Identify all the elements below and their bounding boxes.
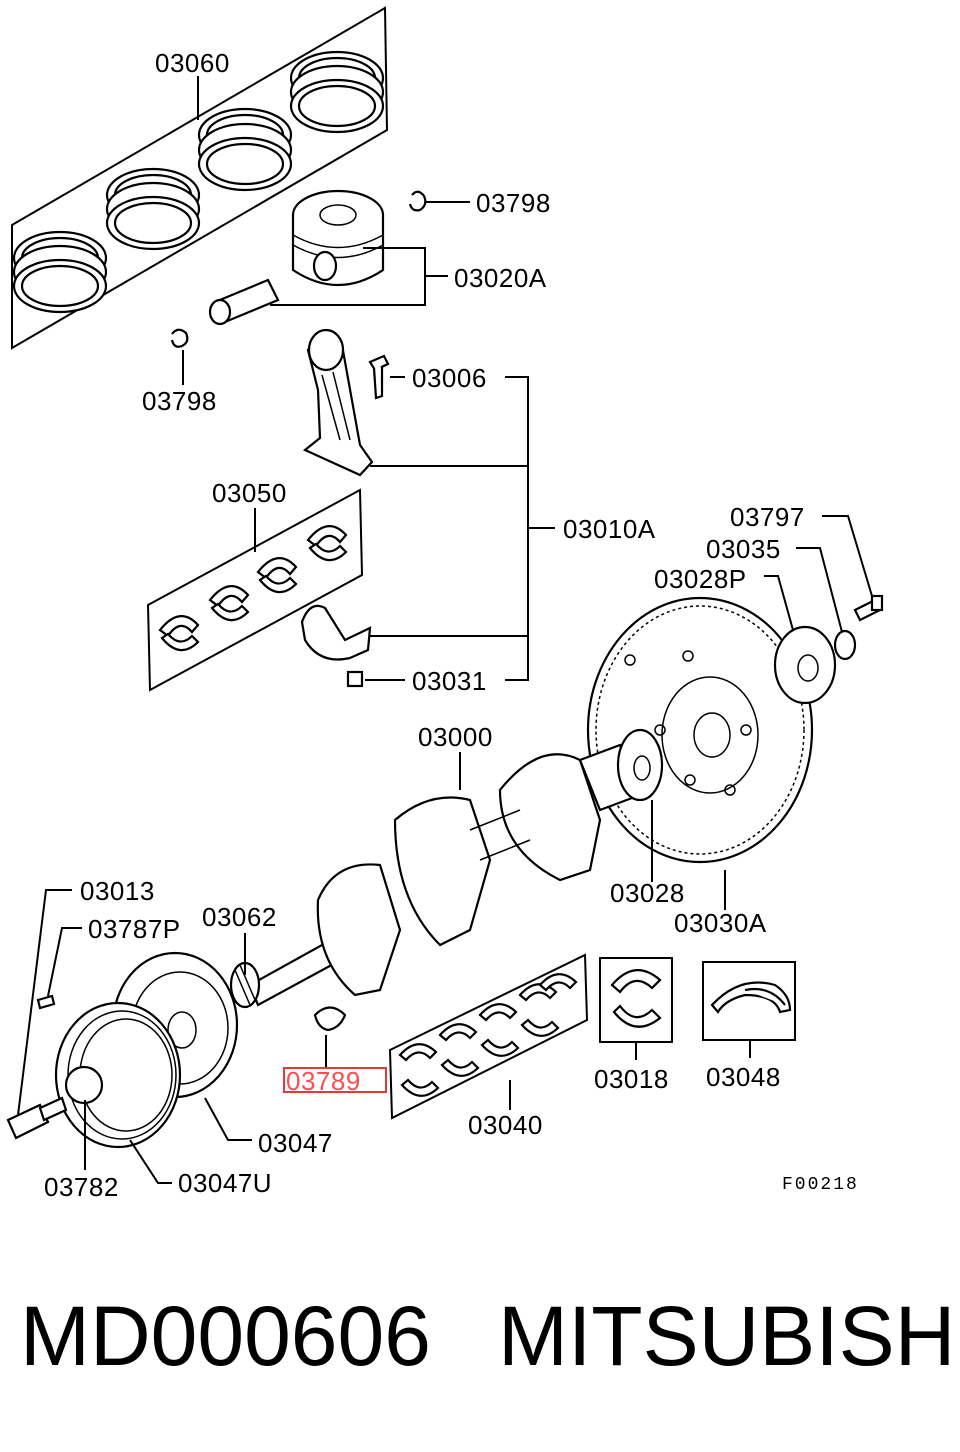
label-03040: 03040: [468, 1110, 543, 1140]
label-03006: 03006: [412, 363, 487, 393]
damper-pulley-icon: [54, 1001, 182, 1149]
label-03050: 03050: [212, 478, 287, 508]
label-03047: 03047: [258, 1128, 333, 1158]
small-bolt-icon: [36, 994, 56, 1010]
piston-pin-icon: [208, 278, 280, 326]
snap-ring-icon: [408, 190, 427, 212]
label-03028: 03028: [610, 878, 685, 908]
rod-bolt-icon: [368, 354, 390, 400]
label-03798-top: 03798: [476, 188, 551, 218]
flywheel-icon: [586, 596, 814, 864]
label-03789-highlighted: 03789: [286, 1066, 361, 1096]
label-03010a: 03010A: [563, 514, 656, 544]
brand-name: MITSUBISHI: [498, 1289, 960, 1383]
rod-cap-icon: [300, 604, 372, 661]
label-03060: 03060: [155, 48, 230, 78]
label-03047u: 03047U: [178, 1168, 272, 1198]
label-03048: 03048: [706, 1062, 781, 1092]
part-number: MD000606: [20, 1289, 431, 1383]
label-03035: 03035: [706, 534, 781, 564]
conrod-bearings-group: [146, 488, 364, 692]
label-03018: 03018: [594, 1064, 669, 1094]
label-03787p: 03787P: [88, 914, 181, 944]
flywheel-bolt-icon: [853, 594, 884, 622]
pilot-bearing-icon: [833, 629, 857, 661]
thrust-bearing-group: [599, 957, 673, 1060]
label-03000: 03000: [418, 722, 493, 752]
crankshaft-icon: [248, 728, 664, 1007]
rod-nut-icon: [346, 670, 364, 688]
label-03030a: 03030A: [674, 908, 767, 938]
main-bearings-group: [388, 953, 589, 1120]
label-03798-bottom: 03798: [142, 386, 217, 416]
piston-rings-group: [11, 6, 389, 350]
piston-icon: [291, 189, 385, 286]
connecting-rod-icon: [302, 328, 374, 477]
label-03031: 03031: [412, 666, 487, 696]
highlight-box: [283, 1067, 387, 1093]
adapter-plate-icon: [773, 625, 837, 705]
label-03797: 03797: [730, 502, 805, 532]
label-03028p: 03028P: [654, 564, 747, 594]
woodruff-key-icon: [313, 1006, 347, 1032]
label-03020a: 03020A: [454, 263, 547, 293]
pulley-bolt-icon: [6, 1096, 68, 1140]
caption: MD000606 MITSUBISHI: [20, 1288, 960, 1398]
snap-ring-icon: [170, 328, 189, 348]
thrust-washer-group: [702, 961, 796, 1058]
label-03013: 03013: [80, 876, 155, 906]
label-03782: 03782: [44, 1172, 119, 1202]
figure-code: F00218: [782, 1175, 859, 1195]
label-03062: 03062: [202, 902, 277, 932]
